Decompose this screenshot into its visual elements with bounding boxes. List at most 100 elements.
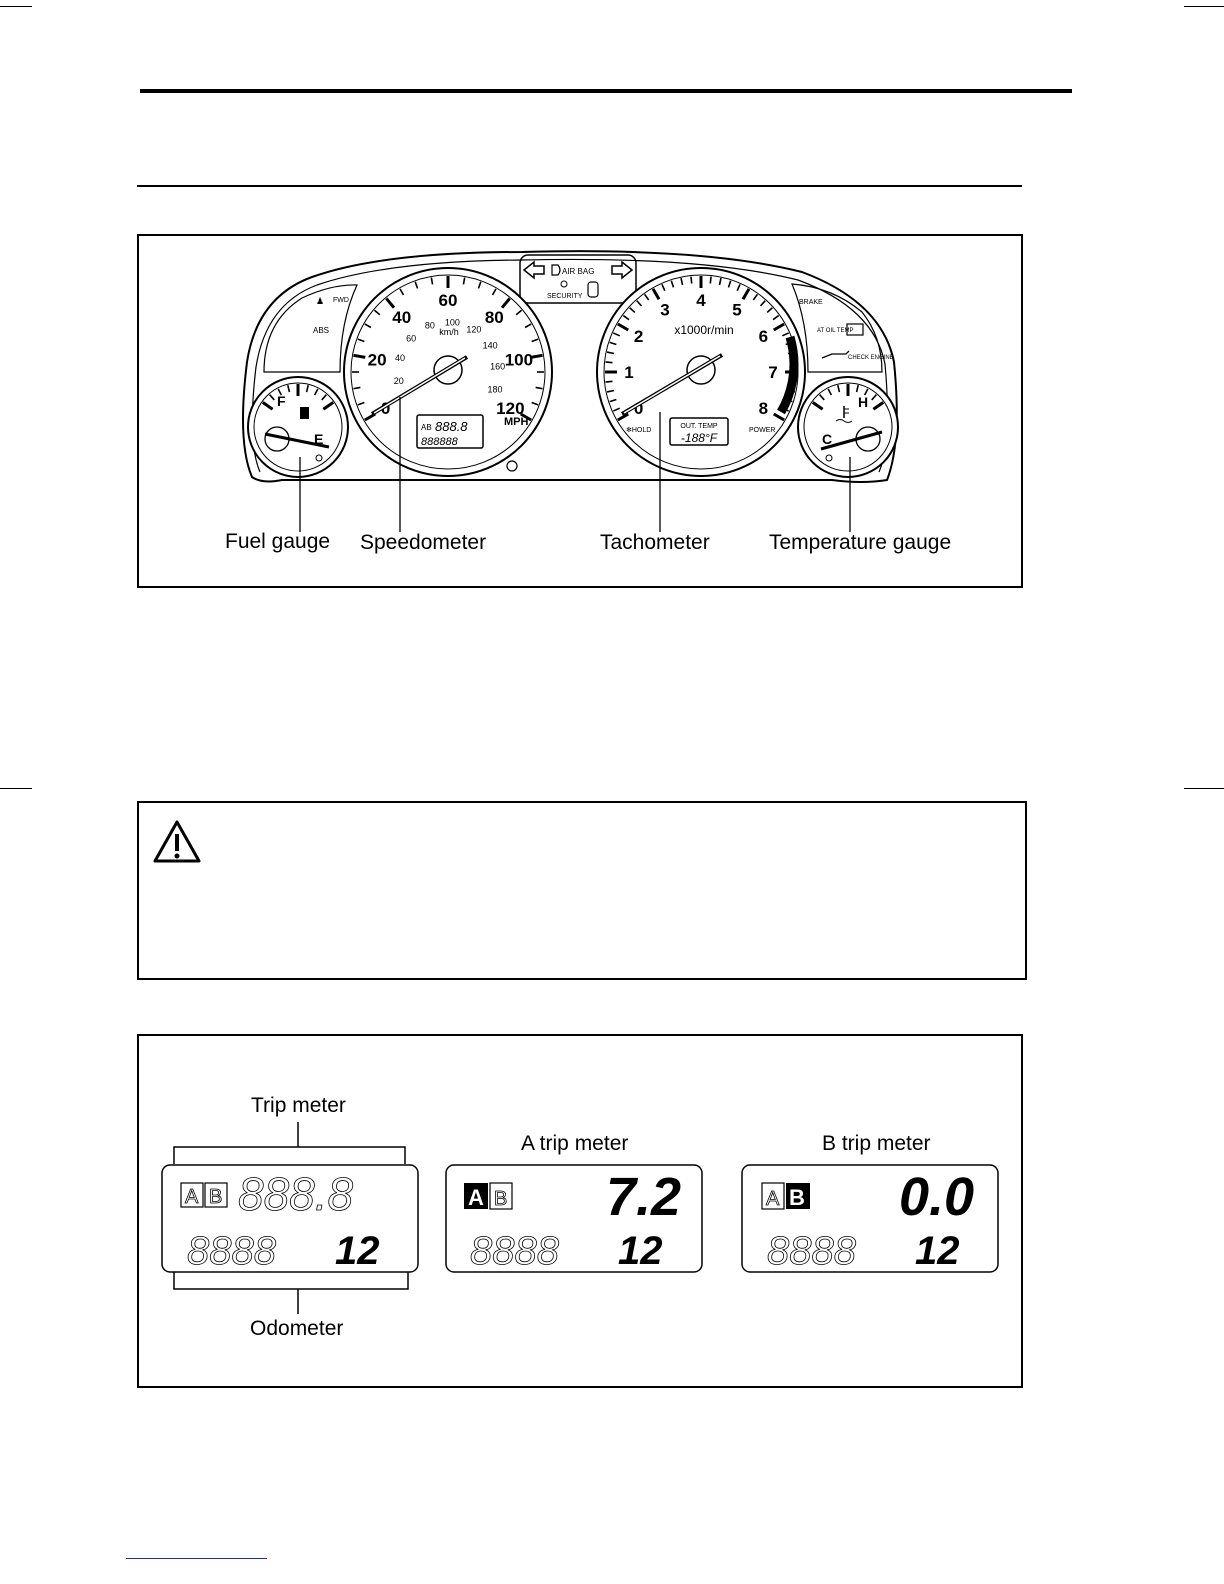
gauge-tick [609,398,617,403]
gauge-tick [612,332,621,337]
gauge-tick [741,288,751,301]
abs-indicator: ABS [313,326,329,335]
odometer-value: 12 [335,1229,380,1273]
gauge-tick [789,380,797,383]
gauge-tick [535,386,543,390]
gauge-tick [430,277,434,285]
gauge-tick [530,353,543,359]
gauge-tick [827,388,833,396]
gauge-numeral: 4 [696,291,706,310]
crop-mark [1184,788,1224,789]
footer-link-underline[interactable] [126,1558,267,1559]
hold-text: ✻HOLD [626,426,651,434]
gauge-numeral: 60 [406,333,416,343]
gauge-tick [772,412,785,422]
temp-gauge-ticks [811,384,885,411]
gauge-numeral: 80 [425,321,435,331]
gauge-tick [819,394,825,401]
gauge-numeral: 40 [395,353,405,363]
gauge-tick [531,338,539,343]
fuel-empty-label: E [314,431,323,447]
temperature-gauge-label: Temperature gauge [769,531,952,554]
security-indicator: SECURITY [547,293,583,300]
odometer-value: 12 [618,1229,663,1273]
gauge-tick [727,280,732,288]
gauge-tick [811,401,824,411]
gauge-tick [872,401,885,411]
out-temp-lcd [669,417,729,446]
gauge-numeral: 20 [394,376,404,386]
gauge-tick [605,361,613,364]
right-turn-signal-icon [611,260,634,280]
gauge-tick [766,307,773,314]
gauge-tick [617,322,630,332]
gauge-numeral: 80 [485,308,504,327]
gauge-tick [462,277,466,285]
gauge-tick [709,276,712,284]
oil-can-icon [821,350,850,359]
check-engine-indicator: CHECK ENGINE [848,355,894,361]
gauge-numeral: 160 [490,362,505,372]
gauge-tick [353,386,361,390]
gauge-numeral: 8 [759,399,768,418]
door-icon [587,281,599,298]
gauge-numeral: 1 [624,363,633,382]
gauge-tick [759,300,766,307]
trip-meter-figure: Trip meter Odometer A trip meter B trip … [137,1034,1023,1388]
gauge-tick [609,341,617,346]
gauge-tick [781,407,790,412]
warning-icon [153,820,201,863]
gauge-tick [606,389,615,393]
gauge-numeral: 2 [634,327,643,346]
odometer-ghost-digits: 8888 [767,1229,857,1273]
at-oil-temp-indicator: AT OIL TEMP [817,328,853,334]
a-indicator-on: A [468,1185,484,1210]
gauge-numeral: 140 [483,340,498,350]
gauge-tick [736,283,741,292]
gauge-tick [357,401,365,406]
crop-mark [0,788,32,789]
gauge-tick [287,385,291,393]
gauge-tick [680,277,684,286]
gauge-tick [772,314,780,321]
gauge-tick [357,338,365,343]
gauge-tick [787,351,796,355]
gauge-numeral: 60 [439,291,458,310]
trip-meter-illustration: A B 888.8 8888 12 A B 7.2 8888 12 A B 0.… [161,1122,999,1314]
fuel-pump-icon [300,407,309,419]
odometer-label: Odometer [250,1317,344,1340]
gauge-numeral: 0 [381,399,390,418]
gauge-tick [785,341,793,346]
gauge-tick [531,401,539,406]
odometer-ghost-digits: 8888 [470,1229,560,1273]
headlight-icon [551,264,561,276]
b-indicator-off: B [494,1188,507,1210]
mph-unit: MPH [504,416,529,428]
gauge-tick [524,323,532,329]
header-rule [140,89,1072,93]
gauge-tick [305,385,309,393]
gauge-numeral: 7 [768,363,777,382]
gauge-tick [789,361,797,364]
temp-needle [820,430,883,451]
gauge-tick [605,380,613,383]
gauge-tick [321,394,327,401]
gauge-numeral: 3 [660,301,669,320]
gauge-numeral: 20 [368,350,387,369]
temp-hot-label: H [858,394,868,410]
gauge-tick [612,407,621,412]
battery-icon [846,323,864,336]
fwd-indicator: FWD [333,297,349,304]
gauge-tick [322,401,335,411]
gauge-tick [617,412,630,422]
trip-ghost-digits: 888.8 [238,1168,354,1220]
temp-cold-label: C [822,431,832,447]
out-temp-value: -188°F [681,431,718,445]
gauge-tick [353,353,366,359]
fuel-gauge-label: Fuel gauge [225,530,331,553]
gauge-tick [385,297,396,309]
fuel-needle [264,432,330,449]
speedometer-label: Speedometer [360,531,487,554]
reset-knob [506,460,518,472]
